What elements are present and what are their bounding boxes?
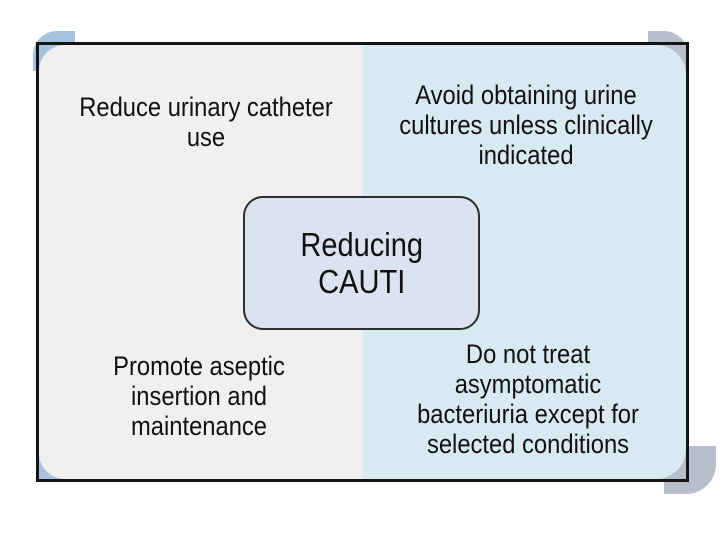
label-line: CAUTI [317, 263, 406, 300]
quadrant-label-top-left: Reduce urinary catheter use [65, 92, 347, 152]
label-line: use [186, 122, 226, 152]
quadrant-label-top-right: Avoid obtaining urine cultures unless cl… [385, 80, 667, 170]
center-node-label: Reducing CAUTI [300, 226, 423, 300]
label-line: maintenance [130, 411, 268, 441]
quadrant-label-bottom-right: Do not treat asymptomatic bacteriuria ex… [387, 339, 669, 459]
label-line: Do not treat [465, 339, 591, 369]
label-line: Reducing [300, 226, 423, 263]
center-node-reducing-cauti: Reducing CAUTI [243, 196, 480, 330]
label-line: bacteriuria except for [417, 399, 639, 429]
label-line: cultures unless clinically [399, 110, 653, 140]
label-line: asymptomatic [454, 369, 602, 399]
label-line: Promote aseptic [113, 351, 285, 381]
label-line: Reduce urinary catheter [79, 92, 333, 122]
label-line: selected conditions [426, 429, 630, 459]
quadrant-label-bottom-left: Promote aseptic insertion and maintenanc… [58, 351, 340, 441]
label-line: Avoid obtaining urine [415, 80, 637, 110]
label-line: indicated [478, 140, 574, 170]
right-panel-accent [362, 45, 686, 479]
label-line: insertion and [130, 381, 268, 411]
